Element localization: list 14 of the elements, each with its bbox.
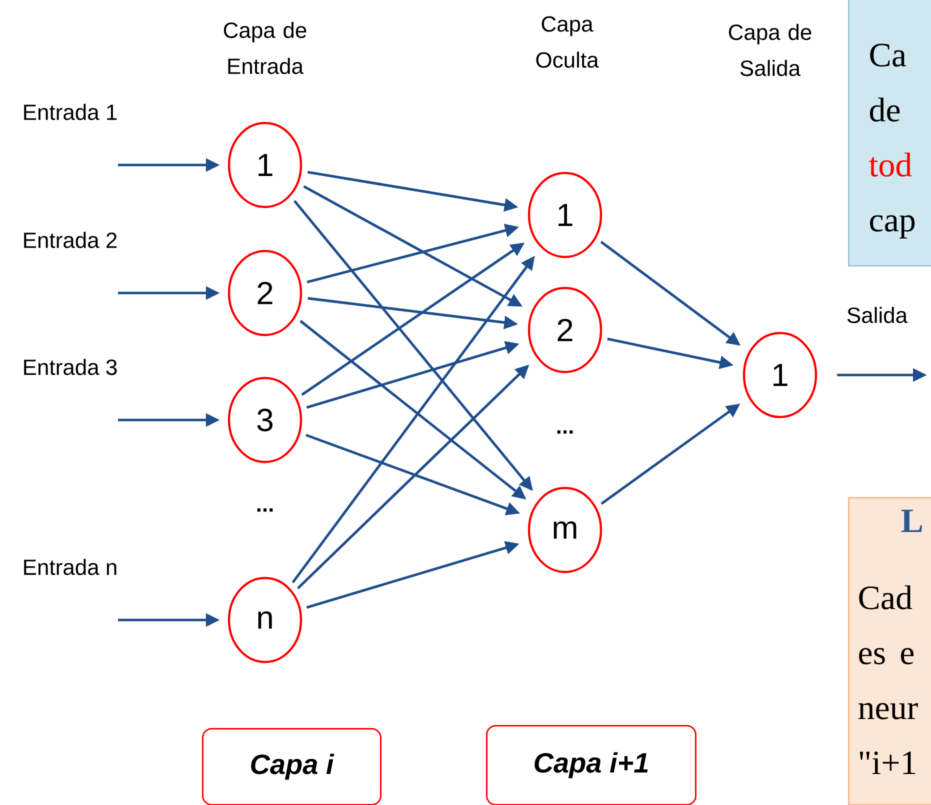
layer-heading: Capa Oculta (536, 16, 599, 68)
ellipsis: ... (557, 430, 573, 434)
edge-label: Entrada 1 (21, 102, 119, 122)
edge-label: Entrada n (21, 558, 119, 576)
edge-label: Entrada 3 (21, 358, 119, 376)
info-box: Ca de tod cap (848, 0, 931, 266)
layer-box: Capa i+1 (486, 725, 696, 805)
edge-label: Entrada 2 (21, 230, 119, 250)
layer-heading: Capa de Salida (728, 24, 812, 76)
note-box: L Cad es e neur "i+1 (848, 497, 931, 805)
layer-heading: Capa de Entrada (224, 22, 306, 74)
ellipsis: ... (257, 508, 273, 512)
layer-box: Capa i (202, 728, 382, 805)
edge-label: Salida (845, 306, 909, 324)
